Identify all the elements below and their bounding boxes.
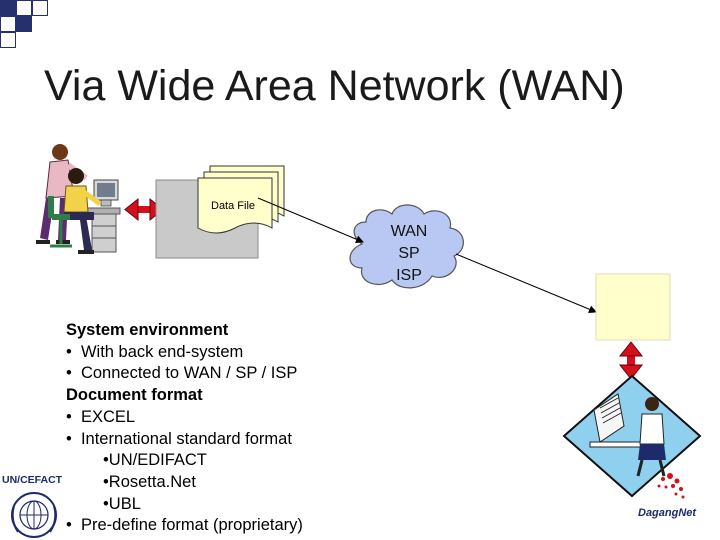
list-item: • Connected to WAN / SP / ISP <box>66 364 298 383</box>
red-double-arrow-vertical <box>618 341 644 380</box>
corner-square <box>0 0 16 16</box>
format-item-excel: EXCEL <box>80 407 136 426</box>
data-file-label: Data File <box>211 200 256 212</box>
cloud-line-isp: ISP <box>396 267 422 284</box>
list-item: • Pre-define format (proprietary) <box>66 516 303 535</box>
cloud-line-sp: SP <box>398 245 420 262</box>
un-emblem-icon <box>11 492 57 538</box>
format-item-standard: International standard format <box>80 429 292 448</box>
standard-item-rosettanet: Rosetta.Net <box>108 472 196 491</box>
corner-square <box>16 0 32 16</box>
list-item: • International standard format <box>66 429 292 448</box>
list-item: •UBL <box>103 494 141 513</box>
heading-document-format: Document format <box>66 386 203 405</box>
info-text-block: System environment • With back end-syste… <box>66 320 303 537</box>
connection-arrow-to-cloud <box>257 197 364 243</box>
corner-square <box>32 0 48 16</box>
receiver-system-box <box>595 273 671 341</box>
connection-arrow-to-receiver <box>455 253 597 314</box>
list-item: • With back end-system <box>66 342 244 361</box>
corner-square <box>16 16 32 32</box>
remote-user-diamond-icon <box>562 374 702 498</box>
system-item-connected: Connected to WAN / SP / ISP <box>80 364 298 383</box>
format-item-proprietary: Pre-define format (proprietary) <box>80 516 303 535</box>
slide-title: Via Wide Area Network (WAN) <box>44 62 625 110</box>
list-item: •Rosetta.Net <box>103 472 196 491</box>
uncefact-logo-text: UN/CEFACT <box>2 474 63 486</box>
wan-cloud <box>349 204 464 289</box>
office-workers-icon <box>36 144 121 254</box>
heading-system-environment: System environment <box>66 321 229 339</box>
list-item: • EXCEL <box>66 407 136 426</box>
standard-item-ubl: UBL <box>108 494 141 513</box>
standard-item-edifact: UN/EDIFACT <box>108 451 207 470</box>
data-file-document-stack <box>197 165 285 234</box>
daganet-logo-text: DagangNet <box>638 507 697 519</box>
list-item: •UN/EDIFACT <box>103 451 207 470</box>
corner-square <box>0 16 16 32</box>
cloud-line-wan: WAN <box>390 223 428 240</box>
corner-square <box>0 32 16 48</box>
system-item-backend: With back end-system <box>80 342 244 361</box>
daganet-logo-icon <box>657 473 685 499</box>
